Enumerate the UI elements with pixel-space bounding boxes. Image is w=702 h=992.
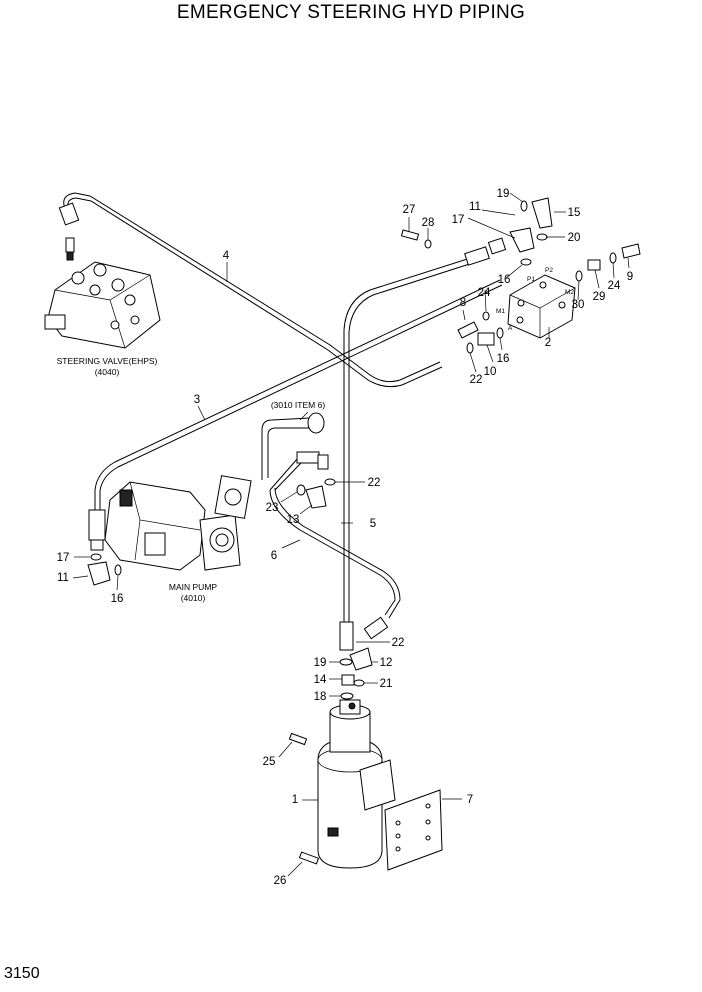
callout-28: 28 [422, 217, 435, 229]
mounting-plate [384, 789, 443, 871]
callout-27: 27 [403, 204, 416, 216]
port-label-p1: P1 [527, 276, 535, 283]
steering-valve-caption: STEERING VALVE(EHPS) [57, 356, 158, 366]
callout-8: 8 [460, 297, 466, 309]
leader-lines [72, 192, 630, 877]
main-pump-code: (4010) [181, 593, 206, 603]
hose-5 [339, 237, 507, 651]
main-pump [104, 475, 252, 571]
callout-4: 4 [223, 250, 230, 262]
callout-24-right: 24 [608, 280, 621, 292]
callout-6: 6 [271, 550, 277, 562]
callout-19-lower: 19 [314, 657, 327, 669]
page-number: 3150 [4, 965, 40, 982]
callout-9: 9 [627, 271, 633, 283]
port-label-m1: M1 [496, 308, 505, 315]
callout-12: 12 [380, 657, 393, 669]
reference-pipe [261, 412, 325, 480]
callout-numbers: 4 3 5 6 7 1 2 8 9 10 11 11 12 13 14 15 1… [57, 188, 634, 887]
callout-1: 1 [292, 794, 298, 806]
callout-11-top: 11 [469, 201, 481, 213]
callout-17-top: 17 [452, 214, 465, 226]
reference-caption: (3010 ITEM 6) [271, 400, 325, 410]
callout-19-top: 19 [497, 188, 510, 200]
fittings [87, 197, 641, 865]
hose-4 [58, 192, 443, 388]
callout-21: 21 [380, 678, 393, 690]
callout-16-pump: 16 [111, 593, 124, 605]
callout-23: 23 [266, 502, 279, 514]
hose-6 [269, 451, 401, 640]
callout-22-lower: 22 [392, 637, 405, 649]
callout-2: 2 [545, 337, 551, 349]
callout-30: 30 [572, 299, 585, 311]
steering-valve-code: (4040) [95, 367, 120, 377]
callout-10: 10 [484, 366, 497, 378]
steering-valve [44, 237, 161, 349]
callout-15: 15 [568, 207, 581, 219]
callout-20: 20 [568, 232, 581, 244]
callout-26: 26 [274, 875, 287, 887]
callout-17-pump: 17 [57, 552, 70, 564]
callout-5: 5 [370, 518, 376, 530]
callout-25: 25 [263, 756, 276, 768]
port-label-m2: M2 [565, 289, 574, 296]
callout-16-mid: 16 [497, 353, 510, 365]
callout-14: 14 [314, 674, 327, 686]
callout-7: 7 [467, 794, 473, 806]
valve-block [507, 274, 576, 339]
diagram-title: EMERGENCY STEERING HYD PIPING [176, 2, 526, 23]
hose-3 [88, 279, 503, 551]
callout-13: 13 [287, 514, 300, 526]
callout-22-pump: 22 [368, 477, 381, 489]
port-label-a: A [508, 325, 513, 332]
callout-18: 18 [314, 691, 327, 703]
accumulator [317, 699, 396, 869]
callout-22-mid: 22 [470, 374, 483, 386]
port-label-p2: P2 [545, 267, 553, 274]
callout-29: 29 [593, 291, 606, 303]
callout-24-left: 24 [478, 287, 491, 299]
main-pump-caption: MAIN PUMP [169, 582, 218, 592]
callout-16-top: 16 [498, 274, 511, 286]
callout-3: 3 [194, 394, 200, 406]
callout-11-pump: 11 [57, 572, 69, 584]
